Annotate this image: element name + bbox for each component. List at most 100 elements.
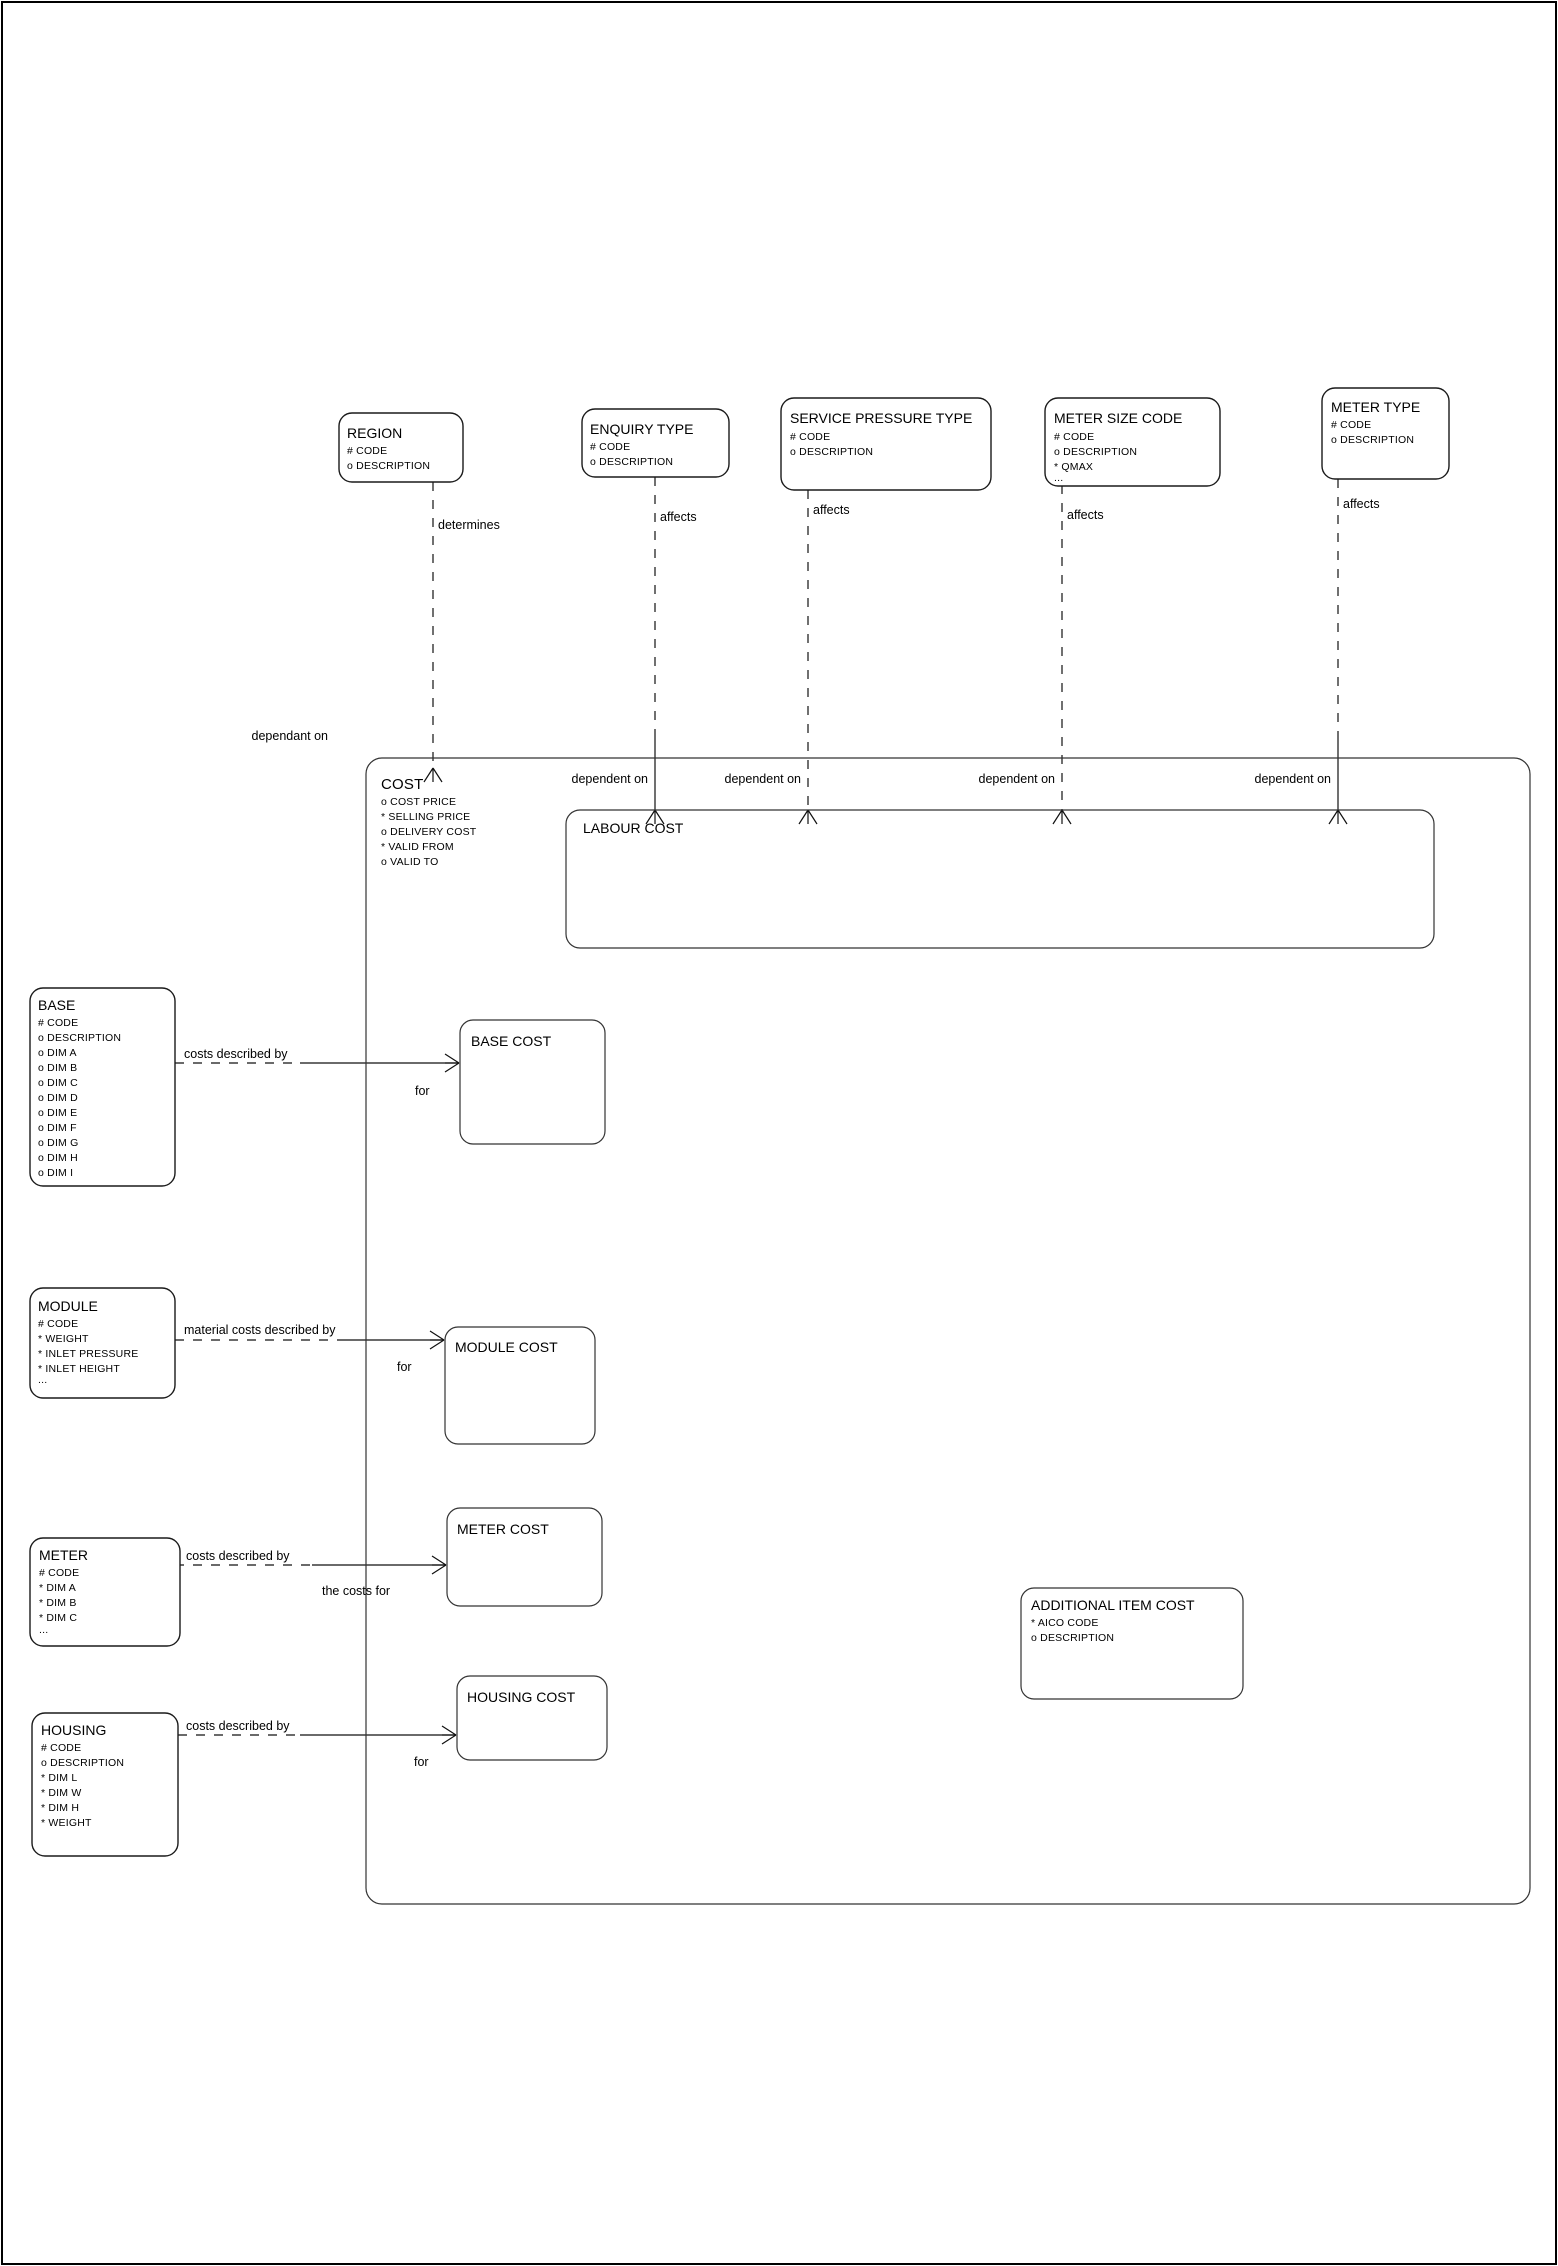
entity-housing-cost-title: HOUSING COST xyxy=(467,1689,576,1705)
entity-service-pressure-type[interactable] xyxy=(780,397,992,491)
entity-housing-attr-1: o DESCRIPTION xyxy=(41,1757,124,1769)
entity-additional-item-cost-attr-1: o DESCRIPTION xyxy=(1031,1632,1114,1644)
label-meter-type-affects: affects xyxy=(1343,497,1380,511)
entity-module-attr-2: * INLET PRESSURE xyxy=(38,1348,138,1360)
entity-cost-title: COST xyxy=(381,776,423,793)
entity-base[interactable] xyxy=(29,987,176,1187)
entity-base-attr-1: o DESCRIPTION xyxy=(38,1032,121,1044)
label-meter-size-affects: affects xyxy=(1067,508,1104,522)
entity-meter-attr-4: ... xyxy=(39,1624,48,1636)
entity-base-attr-7: o DIM F xyxy=(38,1122,77,1134)
entity-base-cost[interactable] xyxy=(459,1019,606,1145)
crowfoot-base-cost xyxy=(444,1053,460,1073)
entity-additional-item-cost-title: ADDITIONAL ITEM COST xyxy=(1031,1597,1195,1613)
entity-base-attr-2: o DIM A xyxy=(38,1047,77,1059)
entity-service-pressure-type-attr-1: o DESCRIPTION xyxy=(790,446,873,458)
entity-housing-attr-0: # CODE xyxy=(41,1742,81,1754)
entity-base-attr-8: o DIM G xyxy=(38,1137,79,1149)
entity-enquiry-type-title: ENQUIRY TYPE xyxy=(590,421,693,437)
entity-base-attr-3: o DIM B xyxy=(38,1062,77,1074)
entity-region-attr-0: # CODE xyxy=(347,445,387,457)
entity-housing-title: HOUSING xyxy=(41,1722,106,1738)
entity-additional-item-cost-attr-0: * AICO CODE xyxy=(1031,1617,1099,1629)
crowfoot-labour-4 xyxy=(1328,809,1348,825)
entity-meter-title: METER xyxy=(39,1547,88,1563)
entity-module-attr-1: * WEIGHT xyxy=(38,1333,89,1345)
entity-meter-attr-0: # CODE xyxy=(39,1567,79,1579)
label-cost-dependant-on: dependant on xyxy=(252,729,329,743)
label-enquiry-affects: affects xyxy=(660,510,697,524)
entity-additional-item-cost[interactable] xyxy=(1020,1587,1244,1700)
entity-meter-cost[interactable] xyxy=(446,1507,603,1607)
entity-base-attr-4: o DIM C xyxy=(38,1077,78,1089)
entity-housing-attr-2: * DIM L xyxy=(41,1772,77,1784)
entity-base-title: BASE xyxy=(38,997,75,1013)
entity-meter-type-attr-0: # CODE xyxy=(1331,419,1371,431)
entity-housing[interactable] xyxy=(31,1712,179,1857)
entity-module-cost[interactable] xyxy=(444,1326,596,1445)
entity-base-cost-title: BASE COST xyxy=(471,1033,552,1049)
entity-meter-attr-1: * DIM A xyxy=(39,1582,76,1594)
entity-cost-attr-4: o VALID TO xyxy=(381,856,438,868)
entity-cost-attr-2: o DELIVERY COST xyxy=(381,826,477,838)
label-base-for: for xyxy=(415,1084,430,1098)
entity-base-attr-0: # CODE xyxy=(38,1017,78,1029)
entity-meter-cost-title: METER COST xyxy=(457,1521,549,1537)
entity-module-cost-title: MODULE COST xyxy=(455,1339,558,1355)
label-meter-the-costs-for: the costs for xyxy=(322,1584,390,1598)
entity-meter-size-code[interactable] xyxy=(1044,397,1221,487)
entity-meter-size-code-attr-0: # CODE xyxy=(1054,431,1094,443)
crowfoot-labour-3 xyxy=(1052,809,1072,825)
entity-meter-size-code-attr-1: o DESCRIPTION xyxy=(1054,446,1137,458)
label-housing-costs-described-by: costs described by xyxy=(186,1719,290,1733)
entity-module[interactable] xyxy=(29,1287,176,1399)
entity-housing-attr-3: * DIM W xyxy=(41,1787,81,1799)
entity-region[interactable] xyxy=(338,412,464,483)
entity-meter-size-code-attr-3: ... xyxy=(1054,472,1063,484)
entity-meter-type-attr-1: o DESCRIPTION xyxy=(1331,434,1414,446)
entity-cost-attr-0: o COST PRICE xyxy=(381,796,456,808)
entity-module-attr-3: * INLET HEIGHT xyxy=(38,1363,120,1375)
entity-meter-type[interactable] xyxy=(1321,387,1450,480)
entity-meter[interactable] xyxy=(29,1537,181,1647)
crowfoot-labour-1 xyxy=(645,809,665,825)
entity-cost-container[interactable] xyxy=(365,757,1531,1905)
entity-enquiry-type-attr-1: o DESCRIPTION xyxy=(590,456,673,468)
label-service-pressure-affects: affects xyxy=(813,503,850,517)
entity-housing-attr-4: * DIM H xyxy=(41,1802,79,1814)
entity-region-attr-1: o DESCRIPTION xyxy=(347,460,430,472)
label-labour-dependent-on-4: dependent on xyxy=(1255,772,1332,786)
entity-base-attr-9: o DIM H xyxy=(38,1152,78,1164)
entity-cost-attr-1: * SELLING PRICE xyxy=(381,811,470,823)
entity-base-attr-5: o DIM D xyxy=(38,1092,78,1104)
label-meter-costs-described-by: costs described by xyxy=(186,1549,290,1563)
label-labour-dependent-on-3: dependent on xyxy=(979,772,1056,786)
entity-housing-attr-5: * WEIGHT xyxy=(41,1817,92,1829)
crowfoot-module-cost xyxy=(429,1330,445,1350)
entity-service-pressure-type-attr-0: # CODE xyxy=(790,431,830,443)
label-housing-for: for xyxy=(414,1755,429,1769)
label-region-determines: determines xyxy=(438,518,500,532)
entity-cost-attr-3: * VALID FROM xyxy=(381,841,454,853)
entity-region-title: REGION xyxy=(347,425,402,441)
entity-base-attr-10: o DIM I xyxy=(38,1167,73,1179)
entity-meter-attr-3: * DIM C xyxy=(39,1612,77,1624)
entity-enquiry-type-attr-0: # CODE xyxy=(590,441,630,453)
crowfoot-meter-cost xyxy=(431,1555,447,1575)
crowfoot-labour-2 xyxy=(798,809,818,825)
label-labour-dependent-on-2: dependent on xyxy=(725,772,802,786)
entity-housing-cost[interactable] xyxy=(456,1675,608,1761)
crowfoot-cost-top xyxy=(423,767,443,783)
crowfoot-housing-cost xyxy=(441,1725,457,1745)
label-module-for: for xyxy=(397,1360,412,1374)
entity-meter-type-title: METER TYPE xyxy=(1331,399,1420,415)
entity-module-title: MODULE xyxy=(38,1298,98,1314)
entity-meter-size-code-title: METER SIZE CODE xyxy=(1054,410,1182,426)
entity-labour-cost[interactable] xyxy=(565,809,1435,949)
entity-meter-attr-2: * DIM B xyxy=(39,1597,77,1609)
entity-module-attr-0: # CODE xyxy=(38,1318,78,1330)
entity-enquiry-type[interactable] xyxy=(581,408,730,478)
